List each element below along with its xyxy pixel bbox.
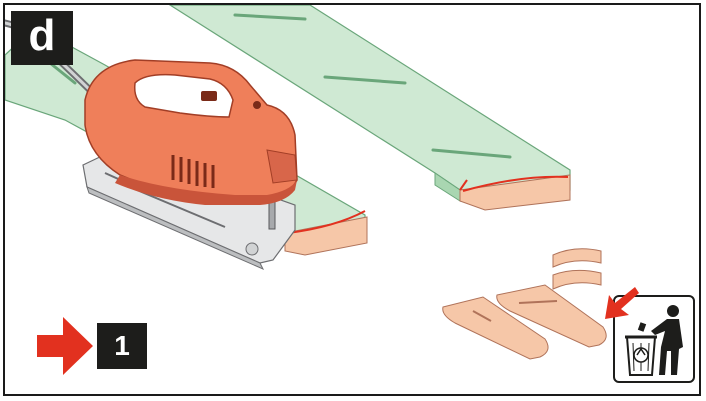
- offcut-pieces: [442, 248, 607, 360]
- step-letter: d: [11, 11, 73, 65]
- recycle-bin-icon: [613, 295, 695, 383]
- left-wood-end: [284, 210, 368, 256]
- bin-figure: [625, 305, 683, 376]
- instruction-panel: d 1: [3, 3, 701, 396]
- right-wood-end: [459, 174, 571, 211]
- arrow-right-icon: [37, 317, 93, 375]
- step-number: 1: [97, 323, 147, 369]
- illustration: [5, 5, 607, 360]
- jigsaw-icon: [5, 19, 298, 271]
- vent-slots: [171, 155, 215, 188]
- arrow-down-left-icon: [605, 287, 639, 319]
